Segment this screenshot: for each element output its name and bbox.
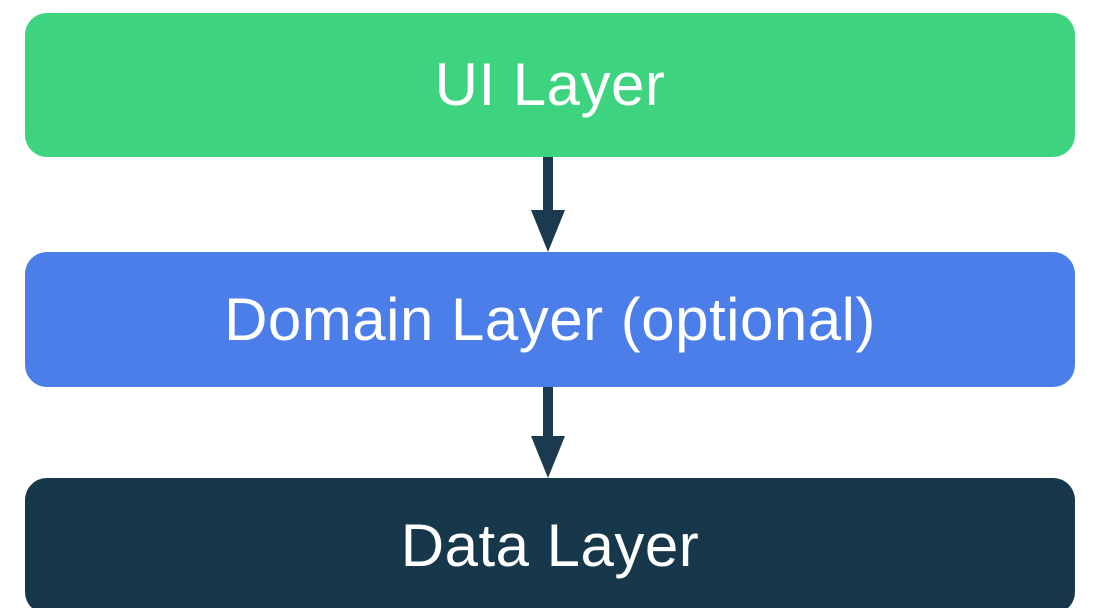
ui-layer-box: UI Layer [25,13,1075,157]
data-layer-box: Data Layer [25,478,1075,608]
arrow-down-domain-to-data-icon [531,387,565,478]
data-layer-label: Data Layer [400,512,700,579]
ui-layer-label: UI Layer [434,51,666,118]
arrow-down-ui-to-domain-icon [531,157,565,252]
domain-layer-label: Domain Layer (optional) [224,285,876,353]
domain-layer-box: Domain Layer (optional) [25,252,1075,387]
